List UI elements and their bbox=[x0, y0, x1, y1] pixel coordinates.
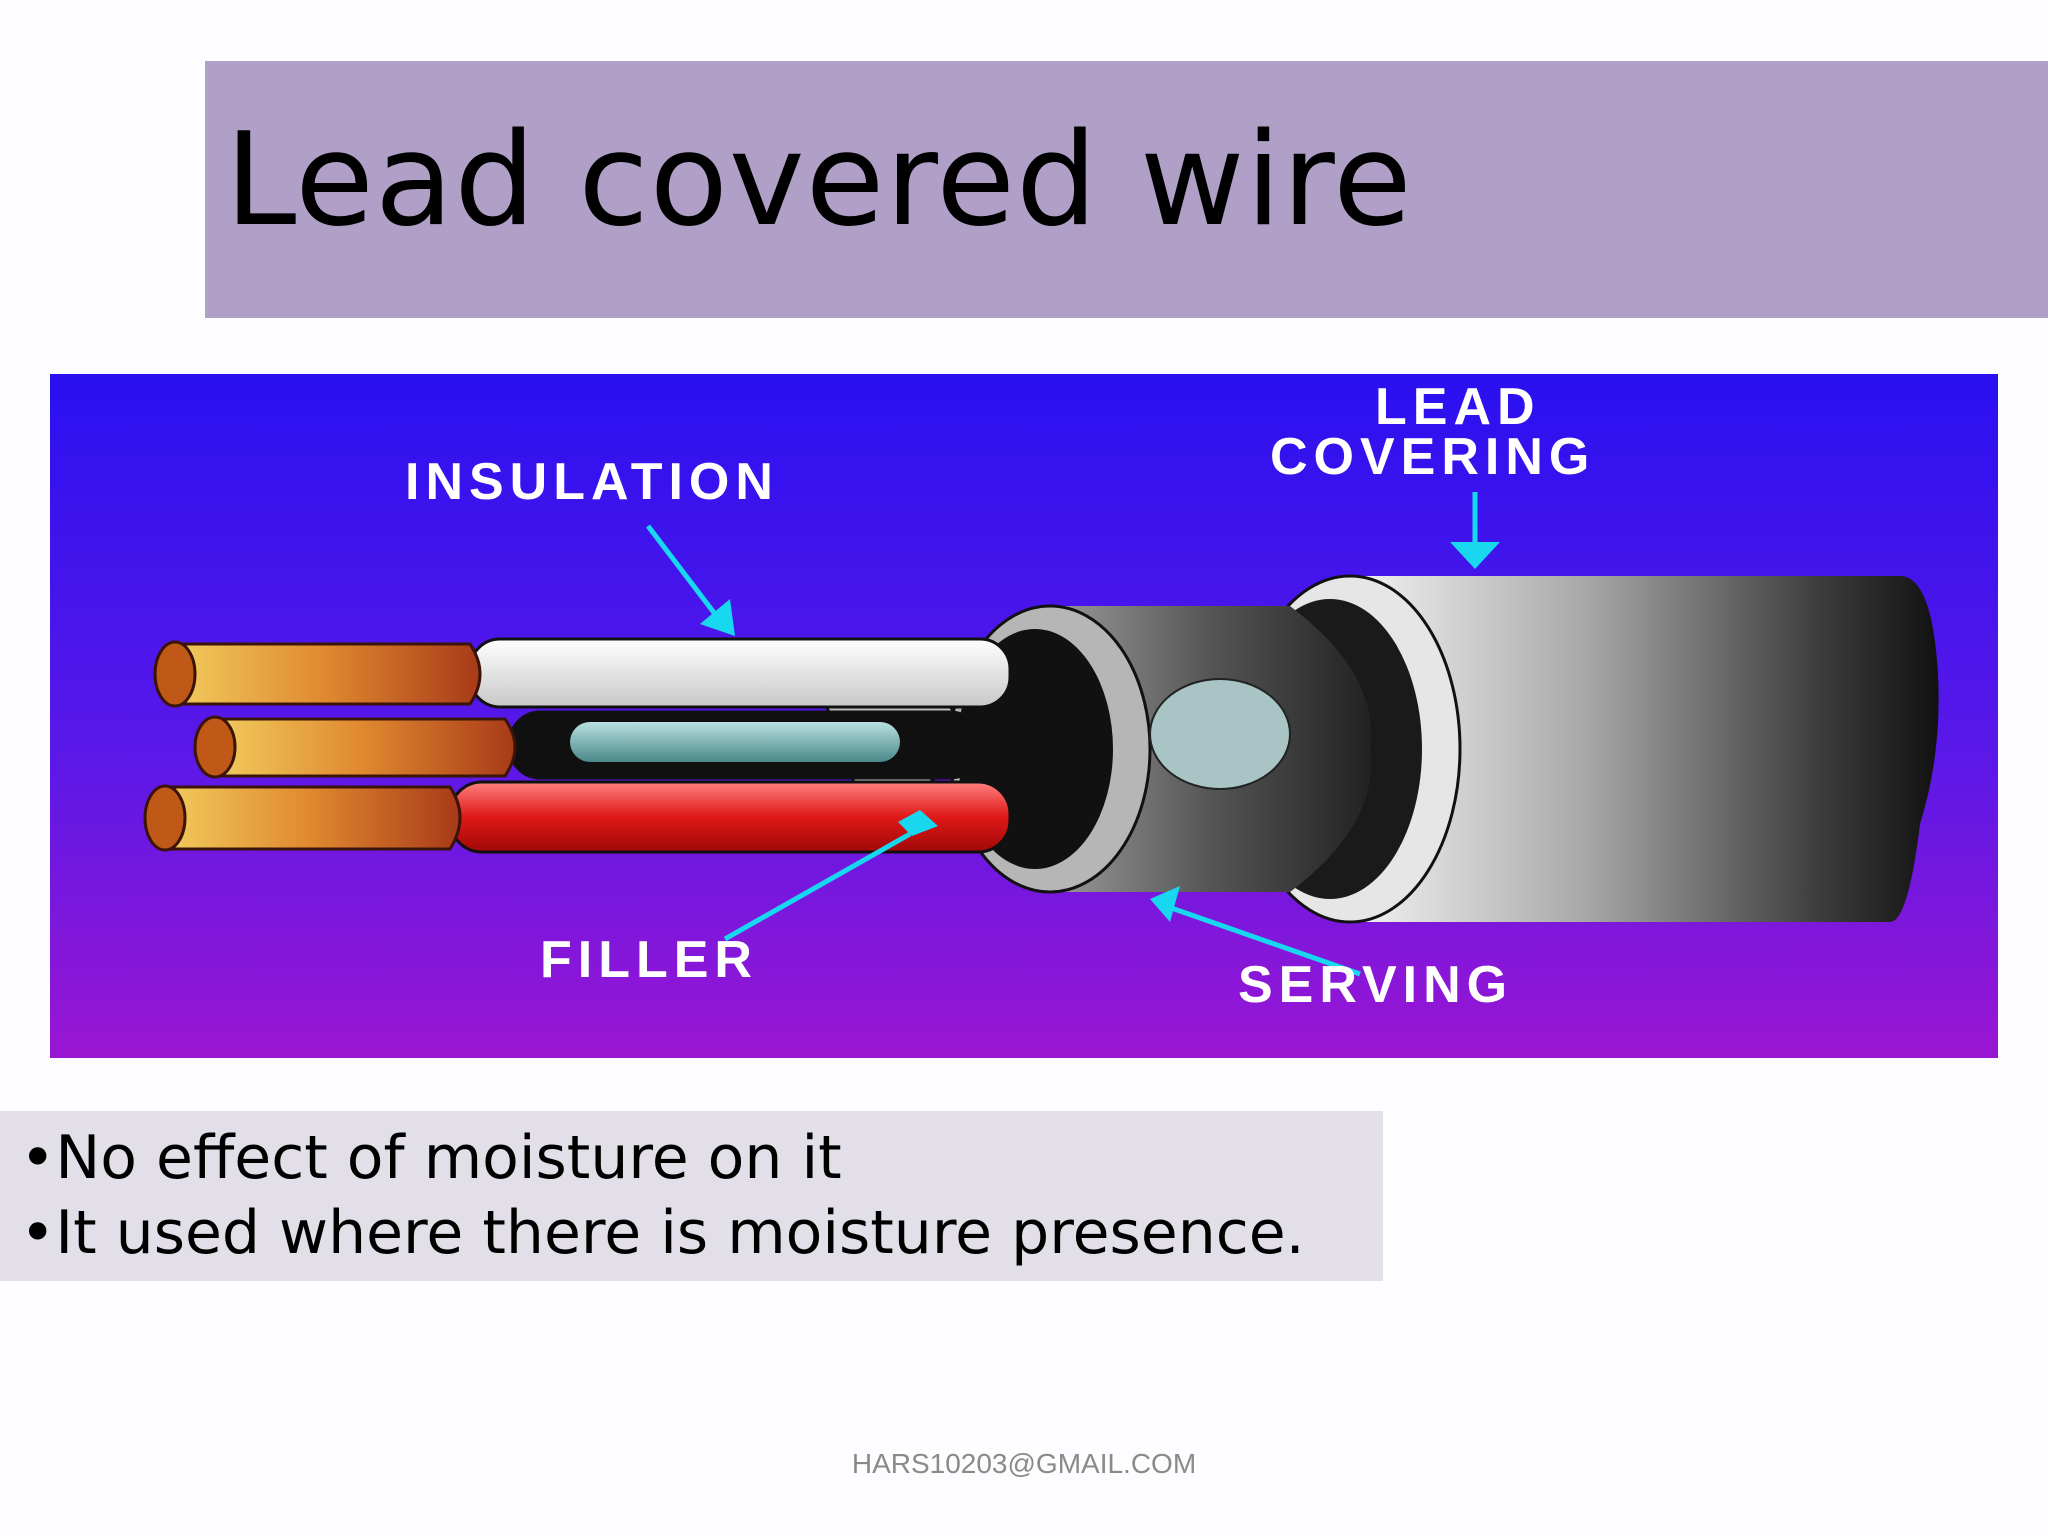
label-lead: LEAD bbox=[1375, 378, 1541, 436]
label-insulation: INSULATION bbox=[405, 453, 779, 511]
title-bar: Lead covered wire bbox=[205, 61, 2048, 318]
bullet-list: •No effect of moisture on it •It used wh… bbox=[0, 1111, 1383, 1281]
footer-email: HARS10203@GMAIL.COM bbox=[851, 1448, 1197, 1479]
label-filler: FILLER bbox=[540, 931, 758, 989]
bullet-item: •No effect of moisture on it bbox=[20, 1123, 842, 1193]
cable-diagram: INSULATION LEAD COVERING FILLER SERVING bbox=[50, 374, 1998, 1058]
label-covering: COVERING bbox=[1270, 428, 1595, 486]
copper-conductors bbox=[143, 640, 517, 852]
cable-illustration: INSULATION LEAD COVERING FILLER SERVING bbox=[50, 374, 1998, 1058]
bullet-item: •It used where there is moisture presenc… bbox=[20, 1198, 1305, 1268]
serving bbox=[948, 604, 1371, 894]
arrows bbox=[646, 492, 1500, 977]
slide-title: Lead covered wire bbox=[225, 106, 1413, 255]
label-serving: SERVING bbox=[1238, 956, 1513, 1014]
insulated-cores bbox=[448, 637, 1012, 854]
